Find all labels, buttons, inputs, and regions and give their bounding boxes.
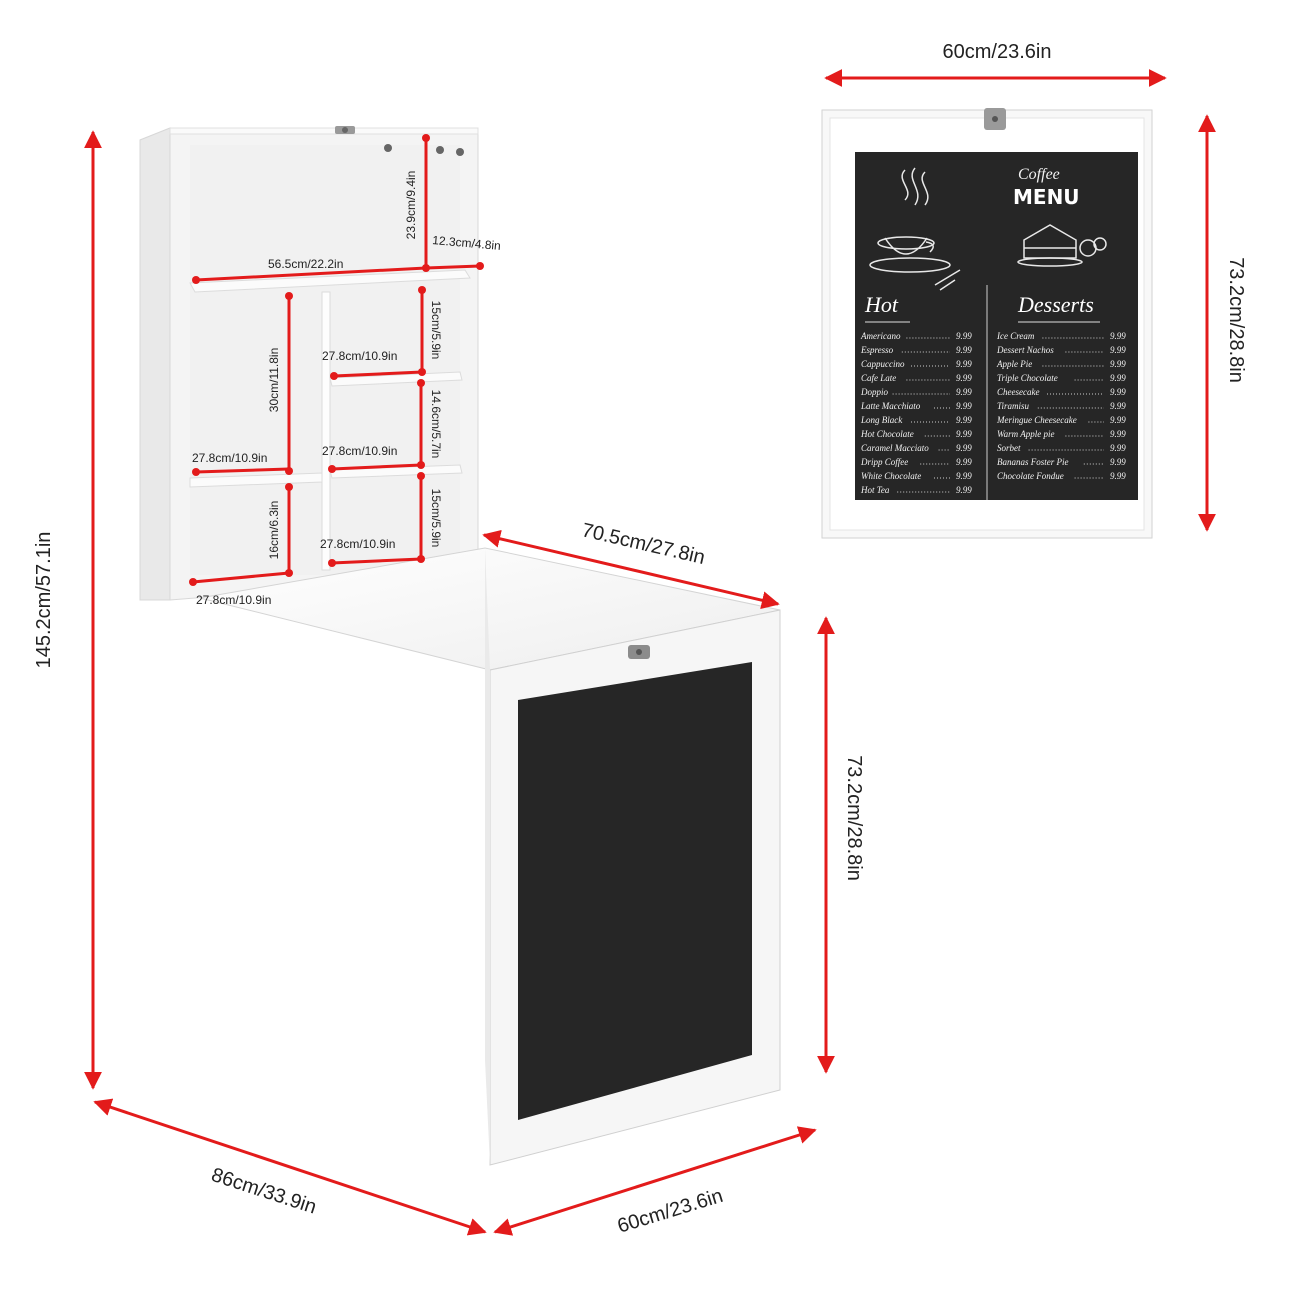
menu-hot-item-price: 9.99	[956, 345, 972, 355]
dimension-lines	[84, 69, 1216, 1236]
menu-hot-item-price: 9.99	[956, 429, 972, 439]
menu-chalkboard	[855, 152, 1138, 500]
shelf-width-label: 56.5cm/22.2in	[268, 257, 343, 271]
menu-dessert-item-price: 9.99	[1110, 415, 1126, 425]
menu-dessert-item-price: 9.99	[1110, 429, 1126, 439]
right-mid-height-label: 14.6cm/5.7in	[429, 390, 443, 459]
latch-icon	[335, 126, 355, 134]
top-shelf-height-label: 23.9cm/9.4in	[404, 171, 418, 240]
table-width-label: 60cm/23.6in	[615, 1185, 726, 1238]
right-upper-width-label: 27.8cm/10.9in	[322, 349, 397, 363]
menu-hot-item-price: 9.99	[956, 401, 972, 411]
menu-dessert-item-name: Warm Apple pie	[997, 429, 1055, 439]
menu-hot-item-price: 9.99	[956, 331, 972, 341]
shelf-depth-label: 12.3cm/4.8in	[432, 233, 502, 253]
menu-dessert-item-price: 9.99	[1110, 401, 1126, 411]
table-width-line	[493, 1126, 817, 1236]
table-height-label: 73.2cm/28.8in	[843, 755, 865, 881]
menu-hot-item-name: Americano	[860, 331, 901, 341]
dessert-cake-icon	[1017, 224, 1107, 267]
panel-height-label: 73.2cm/28.8in	[1225, 257, 1247, 383]
menu-dessert-item-price: 9.99	[1110, 345, 1126, 355]
latch-icon	[984, 108, 1006, 130]
internal-dimensions	[192, 138, 481, 584]
menu-dessert-item-price: 9.99	[1110, 359, 1126, 369]
menu-hot-item-name: Dripp Coffee	[860, 457, 908, 467]
menu-hot-item-name: Hot Chocolate	[860, 429, 914, 439]
right-upper-height-label: 15cm/5.9in	[429, 301, 443, 360]
overall-height-label: 145.2cm/57.1in	[33, 532, 55, 669]
menu-dessert-item-name: Tiramisu	[997, 401, 1030, 411]
panel-width-label: 60cm/23.6in	[943, 41, 1052, 63]
left-big-height-label: 30cm/11.8in	[267, 348, 281, 412]
internal-dimension-dots	[189, 134, 484, 586]
menu-hot-item-name: Cafe Late	[861, 373, 896, 383]
menu-hot-item-price: 9.99	[956, 443, 972, 453]
menu-dessert-item-price: 9.99	[1110, 471, 1126, 481]
menu-dessert-item-name: Apple Pie	[996, 359, 1032, 369]
menu-desserts-heading: Desserts	[1017, 292, 1094, 317]
menu-dessert-item-name: Chocolate Fondue	[997, 471, 1064, 481]
menu-title-line2: MENU	[1013, 185, 1080, 209]
menu-dessert-item-name: Cheesecake	[997, 387, 1039, 397]
menu-hot-item-name: Caramel Macciato	[861, 443, 929, 453]
menu-hot-item-name: Long Black	[860, 415, 903, 425]
menu-hot-item-name: White Chocolate	[861, 471, 921, 481]
menu-dessert-item-price: 9.99	[1110, 387, 1126, 397]
menu-hot-item-price: 9.99	[956, 457, 972, 467]
menu-hot-item-name: Latte Macchiato	[860, 401, 921, 411]
left-mid-width-label: 27.8cm/10.9in	[192, 451, 267, 465]
menu-hot-item-price: 9.99	[956, 373, 972, 383]
right-lower-width-label: 27.8cm/10.9in	[320, 537, 395, 551]
menu-dessert-item-name: Bananas Foster Pie	[997, 457, 1069, 467]
menu-dessert-item-price: 9.99	[1110, 373, 1126, 383]
menu-hot-item-price: 9.99	[956, 471, 972, 481]
right-mid-width-label: 27.8cm/10.9in	[322, 444, 397, 458]
latch-icon	[628, 645, 650, 659]
menu-hot-heading: Hot	[864, 292, 899, 317]
menu-title-line1: Coffee	[1018, 166, 1060, 183]
menu-dessert-item-price: 9.99	[1110, 443, 1126, 453]
menu-dessert-item-name: Sorbet	[997, 443, 1021, 453]
menu-dessert-item-name: Ice Cream	[996, 331, 1035, 341]
menu-hot-item-price: 9.99	[956, 415, 972, 425]
right-lower-height-label: 15cm/5.9in	[429, 489, 443, 548]
depth-line	[93, 1098, 487, 1236]
table-chalkboard	[518, 662, 752, 1120]
menu-dessert-item-price: 9.99	[1110, 331, 1126, 341]
menu-dessert-item-name: Meringue Cheesecake	[996, 415, 1077, 425]
menu-hot-item-name: Doppio	[860, 387, 889, 397]
left-lower-width-label: 27.8cm/10.9in	[196, 593, 271, 607]
left-lower-height-label: 16cm/6.3in	[267, 501, 281, 560]
menu-hot-item-price: 9.99	[956, 359, 972, 369]
menu-dessert-item-name: Dessert Nachos	[996, 345, 1054, 355]
menu-hot-item-price: 9.99	[956, 387, 972, 397]
menu-hot-item-name: Hot Tea	[860, 485, 890, 495]
menu-hot-item-price: 9.99	[956, 485, 972, 495]
wall-cabinet	[139, 126, 479, 601]
menu-hot-item-name: Espresso	[860, 345, 894, 355]
table-length-line	[482, 529, 780, 610]
menu-dessert-item-price: 9.99	[1110, 457, 1126, 467]
fold-down-table	[199, 547, 781, 1166]
menu-dessert-item-name: Triple Chocolate	[997, 373, 1058, 383]
coffee-cup-icon	[869, 167, 961, 291]
menu-hot-item-name: Cappuccino	[861, 359, 905, 369]
